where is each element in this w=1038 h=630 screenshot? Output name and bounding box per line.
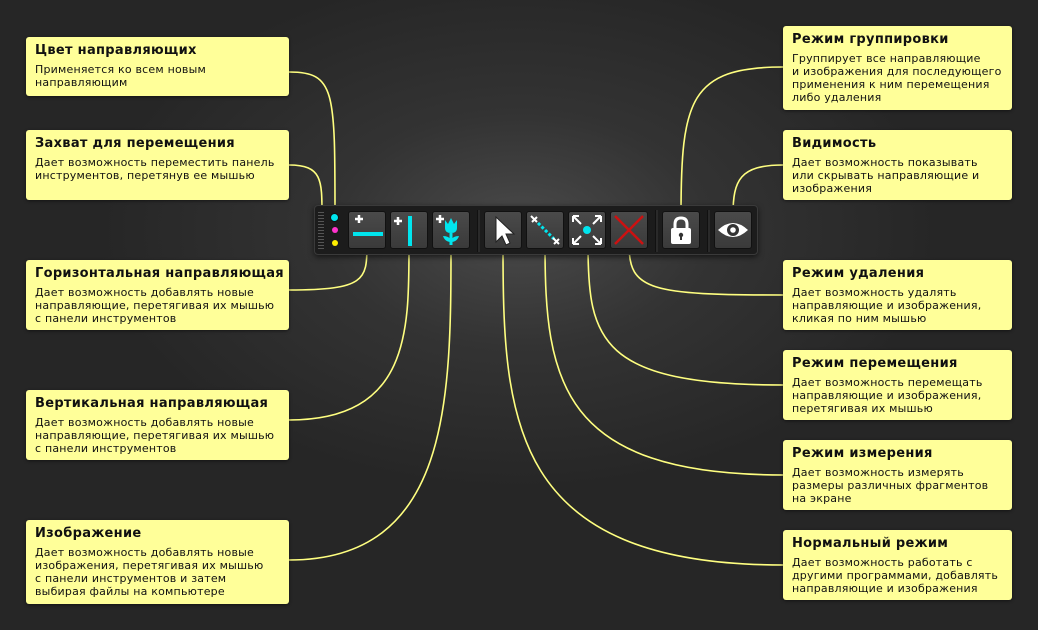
delete-mode-button[interactable]	[610, 211, 648, 249]
toolbar-separator	[655, 210, 658, 252]
group-mode-button[interactable]	[662, 211, 700, 249]
callout-title: Режим удаления	[792, 266, 925, 281]
callout-desc: Группирует все направляющие и изображени…	[792, 52, 1002, 104]
callout-title: Видимость	[792, 136, 877, 151]
line-measure	[544, 244, 784, 476]
callout-title: Режим измерения	[792, 446, 933, 461]
line-guide-color	[288, 71, 336, 216]
callout-delete-mode: Режим удаления Дает возможность удалять …	[783, 260, 1012, 330]
callout-title: Режим перемещения	[792, 356, 958, 371]
delete-x-icon	[614, 215, 644, 245]
callout-desc: Дает возможность показывать или скрывать…	[792, 156, 980, 195]
line-normal	[502, 244, 784, 566]
callout-desc: Дает возможность перемещать направляющие…	[792, 376, 983, 415]
line-move	[587, 244, 784, 386]
callout-title: Вертикальная направляющая	[35, 396, 269, 411]
guide-color-cyan[interactable]	[331, 214, 338, 221]
vertical-guide-button[interactable]	[390, 211, 428, 249]
callout-drag-handle: Захват для перемещения Дает возможность …	[26, 130, 289, 200]
normal-mode-button[interactable]	[484, 211, 522, 249]
callout-title: Захват для перемещения	[35, 136, 235, 151]
measure-mode-button[interactable]	[526, 211, 564, 249]
callout-title: Цвет направляющих	[35, 43, 197, 58]
horizontal-guide-button[interactable]	[348, 211, 386, 249]
eye-icon	[718, 223, 748, 237]
callout-title: Горизонтальная направляющая	[35, 266, 284, 281]
callout-desc: Применяется ко всем новым направляющим	[35, 63, 206, 89]
callout-desc: Дает возможность добавлять новые направл…	[35, 286, 275, 325]
callout-title: Нормальный режим	[792, 536, 949, 551]
callout-desc: Дает возможность добавлять новые изображ…	[35, 546, 264, 598]
callout-vertical-guide: Вертикальная направляющая Дает возможнос…	[26, 390, 289, 460]
callout-normal-mode: Нормальный режим Дает возможность работа…	[783, 530, 1012, 600]
callout-desc: Дает возможность удалять направляющие и …	[792, 286, 982, 325]
guide-color-yellow[interactable]	[332, 240, 338, 246]
callout-measure-mode: Режим измерения Дает возможность измерят…	[783, 440, 1012, 510]
toolbar-separator	[707, 210, 710, 252]
lock-icon	[671, 216, 691, 244]
measure-icon	[530, 215, 560, 245]
callout-guide-color: Цвет направляющих Применяется ко всем но…	[26, 37, 289, 96]
line-vertical	[288, 244, 410, 421]
callout-title: Режим группировки	[792, 32, 949, 47]
callout-image: Изображение Дает возможность добавлять н…	[26, 520, 289, 604]
cursor-arrow-icon	[495, 215, 516, 246]
callout-move-mode: Режим перемещения Дает возможность перем…	[783, 350, 1012, 420]
move-arrows-icon	[572, 215, 602, 245]
visibility-button[interactable]	[714, 211, 752, 249]
image-tulip-icon	[436, 215, 459, 245]
callout-horizontal-guide: Горизонтальная направляющая Дает возможн…	[26, 260, 289, 330]
callout-desc: Дает возможность добавлять новые направл…	[35, 416, 275, 455]
image-button[interactable]	[432, 211, 470, 249]
grip-icon[interactable]	[318, 212, 324, 250]
callout-desc: Дает возможность измерять размеры различ…	[792, 466, 989, 505]
guide-color-pink[interactable]	[332, 227, 338, 233]
callout-visibility: Видимость Дает возможность показывать ил…	[783, 130, 1012, 200]
callout-group-mode: Режим группировки Группирует все направл…	[783, 26, 1012, 110]
move-mode-button[interactable]	[568, 211, 606, 249]
callout-desc: Дает возможность переместить панель инст…	[35, 156, 275, 182]
line-image	[288, 244, 452, 561]
line-group	[680, 66, 784, 216]
vertical-guide-icon	[394, 216, 412, 246]
callout-title: Изображение	[35, 526, 142, 541]
toolbar	[314, 205, 758, 255]
toolbar-separator	[477, 210, 480, 252]
horizontal-guide-icon	[353, 215, 383, 236]
callout-desc: Дает возможность работать с другими прог…	[792, 556, 999, 595]
